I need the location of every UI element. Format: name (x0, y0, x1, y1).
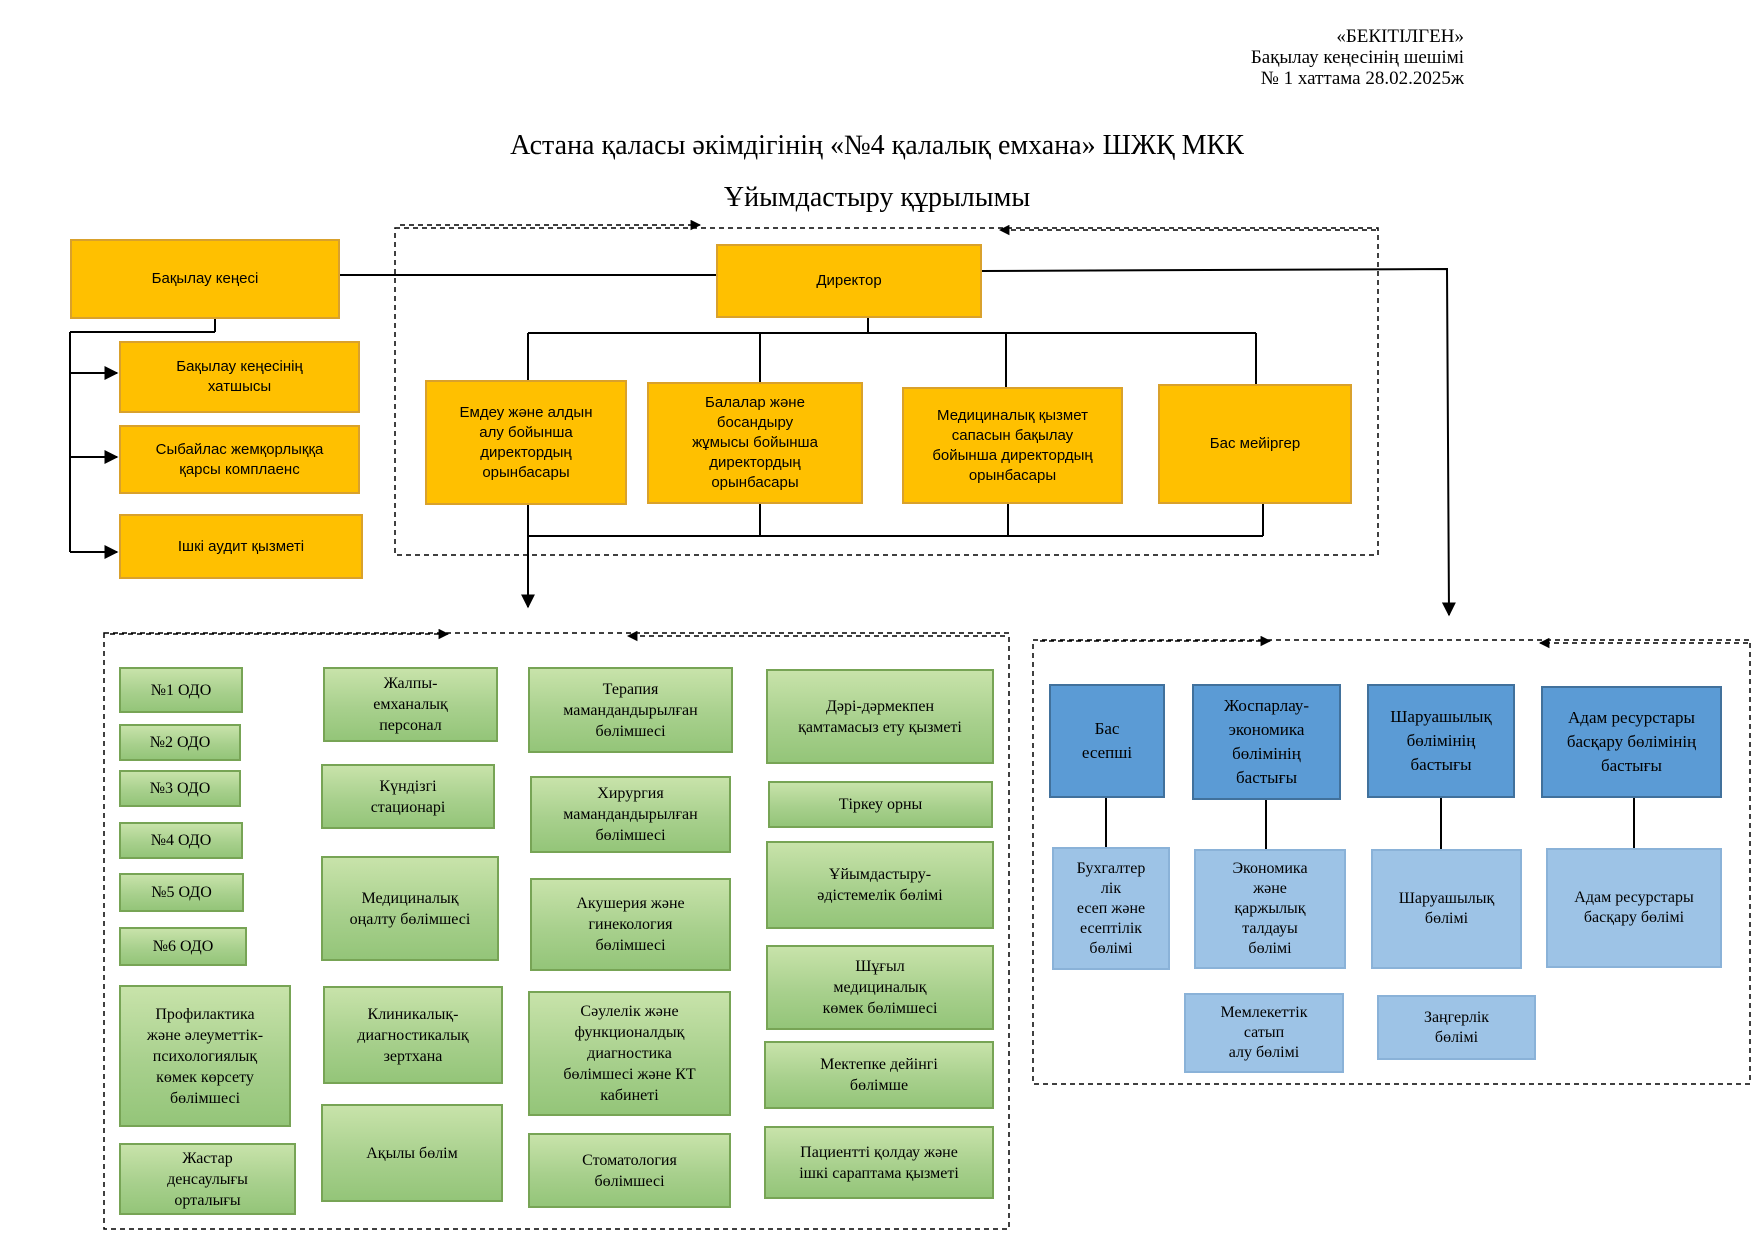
odo-4-label: №4 ОДО (150, 832, 212, 849)
hr-head-box: Адам ресурстары басқару бөлімінің бастығ… (1541, 686, 1722, 798)
clinical-region (103, 632, 1010, 1230)
approval-line-2: Бақылау кеңесінің шешімі (1250, 47, 1464, 68)
surgery-box: Хирургия мамандандырылған бөлімшесі (530, 776, 731, 853)
deputy-treatment-label: Емдеу және алдын алу бойынша директордың… (459, 403, 593, 481)
prevention-label: Профилактика және әлеуметтік- психология… (146, 1005, 264, 1107)
head-nurse-label: Бас мейіргер (1209, 435, 1301, 452)
chief-accountant-box: Бас есепші (1049, 684, 1165, 798)
odo-5-box: №5 ОДО (119, 873, 244, 912)
chart-subtitle: Ұйымдастыру құрылымы (723, 182, 1031, 213)
deputy-children-box: Балалар және босандыру жұмысы бойынша ди… (647, 382, 863, 504)
household-dept-label: Шаруашылық бөлімі (1398, 890, 1495, 927)
deputy-treatment-box: Емдеу және алдын алу бойынша директордың… (425, 380, 627, 505)
registry-label: Тіркеу орны (838, 796, 923, 813)
management-region (394, 227, 1379, 556)
preschool-label: Мектепке дейінгі бөлімше (820, 1056, 938, 1094)
odo-5-label: №5 ОДО (151, 884, 212, 901)
household-head-box: Шаруашылық бөлімінің бастығы (1367, 684, 1515, 798)
patient-support-box: Пациентті қолдау және ішкі сараптама қыз… (764, 1126, 994, 1199)
approval-line-3: № 1 хаттама 28.02.2025ж (1260, 68, 1464, 89)
internal-audit-box: Ішкі аудит қызметі (119, 514, 363, 579)
obstetrics-label: Акушерия және гинекология бөлімшесі (576, 895, 685, 954)
economics-dept-label: Экономика және қаржылық талдауы бөлімі (1232, 860, 1308, 957)
odo-1-box: №1 ОДО (119, 667, 243, 713)
deputy-children-label: Балалар және босандыру жұмысы бойынша ди… (692, 394, 818, 491)
paid-department-box: Ақылы бөлім (321, 1104, 503, 1202)
odo-6-label: №6 ОДО (152, 938, 214, 955)
clinical-lab-box: Клиникалық- диагностикалық зертхана (323, 986, 503, 1084)
general-staff-box: Жалпы- емханалық персонал (323, 667, 498, 742)
supervisory-board-label: Бақылау кеңесі (151, 270, 259, 287)
methodology-box: Ұйымдастыру- әдістемелік бөлімі (766, 841, 994, 929)
economics-dept-box: Экономика және қаржылық талдауы бөлімі (1194, 849, 1346, 969)
internal-audit-label: Ішкі аудит қызметі (177, 537, 305, 555)
odo-3-box: №3 ОДО (119, 770, 241, 807)
legal-dept-label: Заңгерлік бөлімі (1423, 1008, 1490, 1046)
board-secretary-box: Бақылау кеңесінің хатшысы (119, 341, 360, 413)
approval-line-1: «БЕКІТІЛГЕН» (1336, 26, 1464, 47)
odo-2-label: №2 ОДО (149, 734, 211, 751)
odo-6-box: №6 ОДО (119, 927, 247, 966)
hr-dept-box: Адам ресурстары басқару бөлімі (1546, 848, 1722, 968)
head-nurse-box: Бас мейіргер (1158, 384, 1352, 504)
rehab-label: Медициналық оңалту бөлімшесі (349, 889, 471, 928)
clinical-lab-label: Клиникалық- диагностикалық зертхана (357, 1005, 469, 1065)
deputy-quality-label: Медициналық қызмет сапасын бақылау бойын… (932, 406, 1093, 484)
day-hospital-label: Күндізгі стационарі (370, 777, 446, 816)
emergency-box: Шұғыл медициналық көмек бөлімшесі (766, 945, 994, 1030)
radiology-label: Сәулелік және функционалдық диагностика … (563, 1003, 696, 1104)
legal-dept-box: Заңгерлік бөлімі (1377, 995, 1536, 1060)
odo-3-label: №3 ОДО (149, 780, 211, 797)
supervisory-board-box: Бақылау кеңесі (70, 239, 340, 319)
radiology-box: Сәулелік және функционалдық диагностика … (528, 991, 731, 1116)
surgery-label: Хирургия мамандандырылған бөлімшесі (563, 785, 698, 844)
admin-region (1032, 639, 1751, 1085)
household-dept-box: Шаруашылық бөлімі (1371, 849, 1522, 969)
accounting-dept-label: Бухгалтер лік есеп және есептілік бөлімі (1076, 859, 1146, 957)
therapy-label: Терапия мамандандырылған бөлімшесі (563, 680, 698, 740)
youth-health-label: Жастар денсаулығы орталығы (167, 1149, 248, 1209)
organization-title: Астана қаласы әкімдігінің «№4 қалалық ем… (510, 130, 1244, 161)
rehab-box: Медициналық оңалту бөлімшесі (321, 856, 499, 961)
obstetrics-box: Акушерия және гинекология бөлімшесі (530, 878, 731, 971)
odo-4-box: №4 ОДО (119, 822, 243, 859)
approval-stamp: «БЕКІТІЛГЕН» Бақылау кеңесінің шешімі № … (1251, 26, 1464, 89)
prevention-box: Профилактика және әлеуметтік- психология… (119, 985, 291, 1127)
odo-1-label: №1 ОДО (150, 681, 212, 699)
methodology-label: Ұйымдастыру- әдістемелік бөлімі (817, 866, 943, 904)
director-label: Директор (816, 272, 882, 289)
household-head-label: Шаруашылық бөлімінің бастығы (1390, 707, 1492, 774)
preschool-box: Мектепке дейінгі бөлімше (764, 1041, 994, 1109)
board-secretary-label: Бақылау кеңесінің хатшысы (176, 358, 303, 395)
dentistry-label: Стоматология бөлімшесі (582, 1151, 677, 1190)
therapy-box: Терапия мамандандырылған бөлімшесі (528, 667, 733, 753)
hr-dept-label: Адам ресурстары басқару бөлімі (1574, 889, 1694, 926)
odo-2-box: №2 ОДО (119, 724, 241, 761)
patient-support-label: Пациентті қолдау және ішкі сараптама қыз… (799, 1143, 959, 1182)
deputy-quality-box: Медициналық қызмет сапасын бақылау бойын… (902, 387, 1123, 504)
anticorruption-compliance-label: Сыбайлас жемқорлыққа қарсы комплаенс (155, 440, 324, 478)
chief-accountant-label: Бас есепші (1081, 719, 1133, 762)
anticorruption-compliance-box: Сыбайлас жемқорлыққа қарсы комплаенс (119, 425, 360, 494)
pharmacy-label: Дәрі-дәрмекпен қамтамасыз ету қызметі (798, 697, 962, 736)
day-hospital-box: Күндізгі стационарі (321, 764, 495, 829)
hr-head-label: Адам ресурстары басқару бөлімінің бастығ… (1566, 708, 1697, 775)
planning-head-label: Жоспарлау- экономика бөлімінің бастығы (1223, 696, 1310, 787)
paid-department-label: Ақылы бөлім (366, 1144, 458, 1162)
emergency-label: Шұғыл медициналық көмек бөлімшесі (822, 958, 938, 1017)
general-staff-label: Жалпы- емханалық персонал (373, 675, 448, 734)
registry-box: Тіркеу орны (768, 781, 993, 828)
procurement-dept-box: Мемлекеттік сатып алу бөлімі (1184, 993, 1344, 1073)
dentistry-box: Стоматология бөлімшесі (528, 1133, 731, 1208)
planning-head-box: Жоспарлау- экономика бөлімінің бастығы (1192, 684, 1341, 800)
youth-health-box: Жастар денсаулығы орталығы (119, 1143, 296, 1215)
pharmacy-box: Дәрі-дәрмекпен қамтамасыз ету қызметі (766, 669, 994, 764)
procurement-dept-label: Мемлекеттік сатып алу бөлімі (1220, 1004, 1308, 1061)
accounting-dept-box: Бухгалтер лік есеп және есептілік бөлімі (1052, 847, 1170, 970)
director-box: Директор (716, 244, 982, 318)
